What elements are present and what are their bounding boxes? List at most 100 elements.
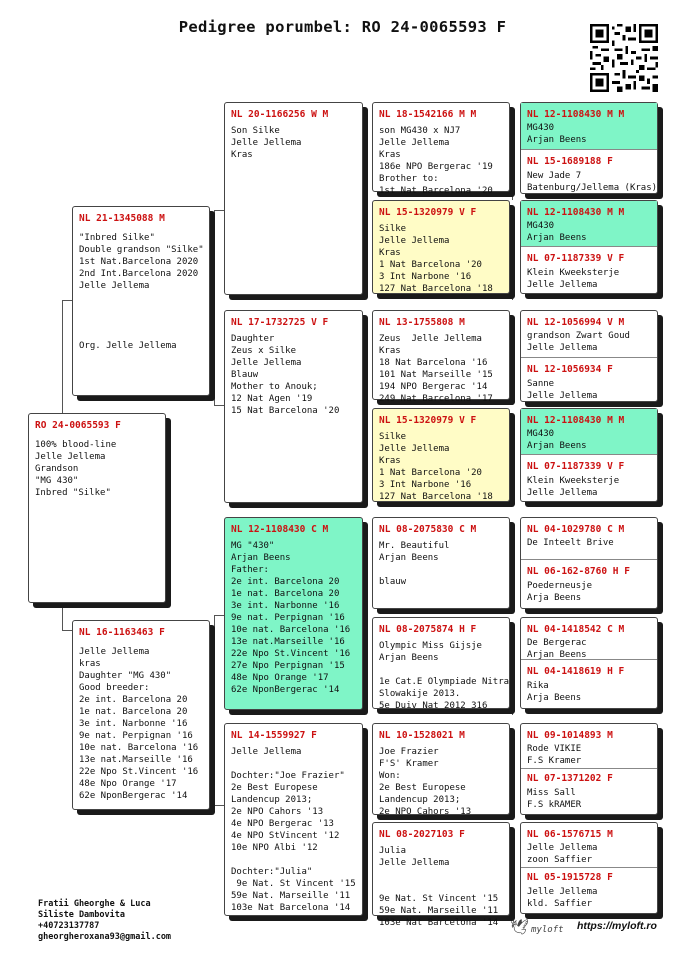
bird-logo-icon: 🕊 bbox=[510, 918, 530, 936]
ring-number: NL 12-1108430 M M bbox=[527, 109, 625, 120]
bird-info: Poederneusje Arja Beens bbox=[527, 581, 593, 603]
ring-number: NL 04-1029780 C M bbox=[527, 524, 625, 535]
qr-code-icon bbox=[590, 24, 658, 92]
bird-info: Silke Jelle Jellema Kras 1 Nat Barcelona… bbox=[379, 432, 493, 502]
bird-info: Mr. Beautiful Arjan Beens blauw bbox=[379, 541, 450, 587]
bird-info: Jelle Jellema kras Daughter "MG 430" Goo… bbox=[79, 647, 199, 801]
bird-info: grandson Zwart Goud Jelle Jellema bbox=[527, 331, 630, 353]
bird-info: Klein Kweeksterje Jelle Jellema bbox=[527, 476, 620, 498]
bird-info: son MG430 x NJ7 Jelle Jellema Kras 186e … bbox=[379, 126, 493, 196]
connector-line bbox=[214, 615, 215, 805]
ancestor-pair-card[interactable]: NL 06-1576715 M Jelle Jellema zoon Saffi… bbox=[520, 822, 658, 914]
owner-contact: Fratii Gheorghe & Luca Siliste Dambovita… bbox=[38, 899, 172, 942]
sire-sire-dam-card[interactable]: NL 15-1320979 V F Silke Jelle Jellema Kr… bbox=[372, 200, 510, 294]
bird-info: Rika Arja Beens bbox=[527, 681, 582, 703]
ring-number: NL 07-1187339 V F bbox=[527, 461, 625, 472]
sire-sire-sire-card[interactable]: NL 18-1542166 M M son MG430 x NJ7 Jelle … bbox=[372, 102, 510, 196]
connector-line bbox=[214, 210, 215, 405]
bird-info: Jelle Jellema zoon Saffier bbox=[527, 843, 598, 865]
ring-number: NL 10-1528021 M bbox=[379, 730, 465, 741]
ring-number: NL 15-1320979 V F bbox=[379, 415, 477, 426]
ancestor-pair-card[interactable]: NL 04-1418542 C M De Bergerac Arjan Been… bbox=[520, 617, 658, 709]
ancestor-pair-card[interactable]: NL 12-1056994 V M grandson Zwart Goud Je… bbox=[520, 310, 658, 402]
connector-line bbox=[364, 150, 365, 250]
ancestor-pair-card[interactable]: NL 09-1014893 M Rode VIKIE F.S Kramer NL… bbox=[520, 723, 658, 815]
dam-dam-card[interactable]: NL 14-1559927 F Jelle Jellema Dochter:"J… bbox=[224, 723, 363, 916]
bird-info: MG430 Arjan Beens bbox=[527, 429, 587, 451]
ring-number: NL 17-1732725 V F bbox=[231, 317, 329, 328]
ring-number: NL 05-1915728 F bbox=[527, 872, 613, 883]
dam-dam-dam-card[interactable]: NL 08-2027103 F Julia Jelle Jellema 9e N… bbox=[372, 822, 510, 928]
ring-number: NL 08-2075830 C M bbox=[379, 524, 477, 535]
sire-sire-card[interactable]: NL 20-1166256 W M Son Silke Jelle Jellem… bbox=[224, 102, 363, 295]
connector-line bbox=[62, 300, 63, 415]
ring-number: NL 21-1345088 M bbox=[79, 213, 165, 224]
myloft-logo: 🕊myloft bbox=[510, 918, 564, 936]
bird-info: New Jade 7 Batenburg/Jellema (Kras) bbox=[527, 171, 658, 193]
ring-number: NL 06-162-8760 H F bbox=[527, 566, 630, 577]
dam-card[interactable]: NL 16-1163463 F Jelle Jellema kras Daugh… bbox=[72, 620, 210, 810]
bird-info: Julia Jelle Jellema 9e Nat. St Vincent '… bbox=[379, 846, 499, 928]
connector-line bbox=[214, 405, 224, 406]
bird-info: MG430 Arjan Beens bbox=[527, 123, 587, 145]
connector-line bbox=[512, 245, 513, 300]
sire-dam-dam-card[interactable]: NL 15-1320979 V F Silke Jelle Jellema Kr… bbox=[372, 408, 510, 502]
bird-info: Jelle Jellema kld. Saffier bbox=[527, 887, 598, 909]
connector-line bbox=[214, 805, 224, 806]
ring-number: NL 08-2027103 F bbox=[379, 829, 465, 840]
connector-line bbox=[62, 300, 72, 301]
ring-number: RO 24-0065593 F bbox=[35, 420, 121, 431]
connector-line bbox=[364, 768, 365, 868]
ring-number: NL 20-1166256 W M bbox=[231, 109, 329, 120]
connector-line bbox=[512, 560, 513, 610]
connector-line bbox=[512, 868, 513, 908]
ring-number: NL 06-1576715 M bbox=[527, 829, 613, 840]
website-link[interactable]: https://myloft.ro bbox=[577, 920, 657, 932]
bird-info: Klein Kweeksterje Jelle Jellema bbox=[527, 268, 620, 290]
connector-line bbox=[512, 455, 513, 505]
connector-line bbox=[364, 355, 365, 455]
sire-dam-card[interactable]: NL 17-1732725 V F Daughter Zeus x Silke … bbox=[224, 310, 363, 503]
bird-info: Olympic Miss Gijsje Arjan Beens 1e Cat.E… bbox=[379, 641, 510, 711]
ancestor-pair-card[interactable]: NL 12-1108430 M M MG430 Arjan Beens NL 0… bbox=[520, 408, 658, 502]
ring-number: NL 13-1755808 M bbox=[379, 317, 465, 328]
connector-line bbox=[512, 355, 513, 405]
ring-number: NL 16-1163463 F bbox=[79, 627, 165, 638]
ancestor-pair-card[interactable]: NL 12-1108430 M M MG430 Arjan Beens NL 0… bbox=[520, 200, 658, 294]
ring-number: NL 09-1014893 M bbox=[527, 730, 613, 741]
sire-card[interactable]: NL 21-1345088 M "Inbred Silke" Double gr… bbox=[72, 206, 210, 396]
ring-number: NL 18-1542166 M M bbox=[379, 109, 477, 120]
dam-dam-sire-card[interactable]: NL 10-1528021 M Joe Frazier F'S' Kramer … bbox=[372, 723, 510, 817]
ring-number: NL 12-1108430 M M bbox=[527, 415, 625, 426]
dam-sire-sire-card[interactable]: NL 08-2075830 C M Mr. Beautiful Arjan Be… bbox=[372, 517, 510, 609]
bird-info: 100% blood-line Jelle Jellema Grandson "… bbox=[35, 440, 117, 498]
connector-line bbox=[512, 665, 513, 715]
ring-number: NL 15-1689188 F bbox=[527, 156, 613, 167]
connector-line bbox=[364, 563, 365, 663]
ring-number: NL 12-1108430 M M bbox=[527, 207, 625, 218]
bird-info: Daughter Zeus x Silke Jelle Jellema Blau… bbox=[231, 334, 340, 416]
bird-info: De Inteelt Brive bbox=[527, 538, 614, 548]
ring-number: NL 07-1187339 V F bbox=[527, 253, 625, 264]
dam-sire-card[interactable]: NL 12-1108430 C M MG "430" Arjan Beens F… bbox=[224, 517, 363, 710]
ring-number: NL 08-2075874 H F bbox=[379, 624, 477, 635]
ring-number: NL 12-1108430 C M bbox=[231, 524, 329, 535]
ancestor-pair-card[interactable]: NL 12-1108430 M M MG430 Arjan Beens NL 1… bbox=[520, 102, 658, 194]
bird-info: Joe Frazier F'S' Kramer Won: 2e Best Eur… bbox=[379, 747, 472, 817]
bird-info: Jelle Jellema Dochter:"Joe Frazier" 2e B… bbox=[231, 747, 356, 913]
dam-sire-dam-card[interactable]: NL 08-2075874 H F Olympic Miss Gijsje Ar… bbox=[372, 617, 510, 711]
page-title: Pedigree porumbel: RO 24-0065593 F bbox=[178, 18, 507, 36]
ring-number: NL 12-1056934 F bbox=[527, 364, 613, 375]
ring-number: NL 14-1559927 F bbox=[231, 730, 317, 741]
bird-info: Silke Jelle Jellema Kras 1 Nat Barcelona… bbox=[379, 224, 493, 294]
ring-number: NL 04-1418542 C M bbox=[527, 624, 625, 635]
connector-line bbox=[512, 770, 513, 820]
ring-number: NL 12-1056994 V M bbox=[527, 317, 625, 328]
sire-dam-sire-card[interactable]: NL 13-1755808 M Zeus Jelle Jellema Kras … bbox=[372, 310, 510, 404]
bird-info: De Bergerac Arjan Beens bbox=[527, 638, 587, 660]
ancestor-pair-card[interactable]: NL 04-1029780 C M De Inteelt Brive NL 06… bbox=[520, 517, 658, 609]
ring-number: NL 04-1418619 H F bbox=[527, 666, 625, 677]
subject-card[interactable]: RO 24-0065593 F 100% blood-line Jelle Je… bbox=[28, 413, 166, 603]
ring-number: NL 15-1320979 V F bbox=[379, 207, 477, 218]
bird-info: Miss Sall F.S kRAMER bbox=[527, 788, 582, 810]
